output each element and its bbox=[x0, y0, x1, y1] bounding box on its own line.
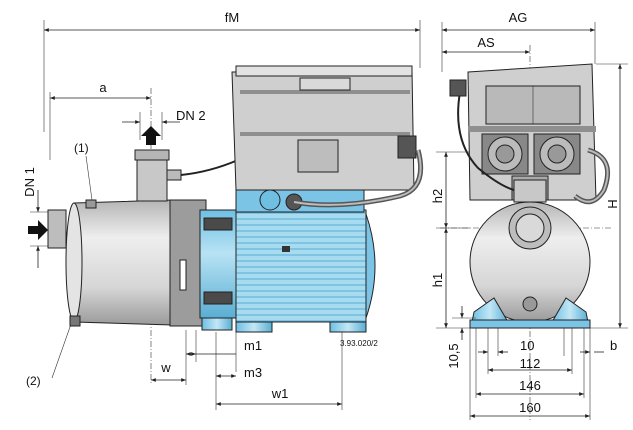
dim-AS-label: AS bbox=[477, 35, 495, 50]
dim-h1-label: h1 bbox=[430, 273, 445, 287]
dim-112-label: 112 bbox=[520, 356, 541, 371]
dim-w1-label: w1 bbox=[271, 386, 289, 401]
dim-H-label: H bbox=[605, 199, 620, 208]
callout-2: (2) bbox=[26, 374, 41, 388]
callout-1: (1) bbox=[74, 141, 89, 155]
dim-10-5-label: 10,5 bbox=[446, 343, 461, 368]
dim-DN1-label: DN 1 bbox=[22, 167, 37, 197]
dim-w-label: w bbox=[160, 360, 171, 375]
dim-m1-label: m1 bbox=[244, 338, 262, 353]
dim-b-label: b bbox=[610, 338, 617, 353]
drawing-code: 3.93.020/2 bbox=[340, 339, 378, 348]
dim-fM-label: fM bbox=[225, 10, 239, 25]
dim-DN2-label: DN 2 bbox=[176, 108, 206, 123]
dim-160-label: 160 bbox=[519, 400, 541, 415]
pump-casing bbox=[67, 199, 173, 326]
dim-m3-label: m3 bbox=[244, 365, 262, 380]
front-view: AG AS bbox=[430, 10, 628, 420]
side-view: fM a DN 2 DN 1 (1) (2) bbox=[22, 10, 424, 410]
dim-a-label: a bbox=[99, 80, 107, 95]
motor-body bbox=[235, 209, 367, 323]
dim-h2-label: h2 bbox=[430, 189, 445, 203]
dim-146-label: 146 bbox=[519, 378, 541, 393]
dim-10-label: 10 bbox=[520, 338, 534, 353]
dim-AG-label: AG bbox=[509, 10, 528, 25]
